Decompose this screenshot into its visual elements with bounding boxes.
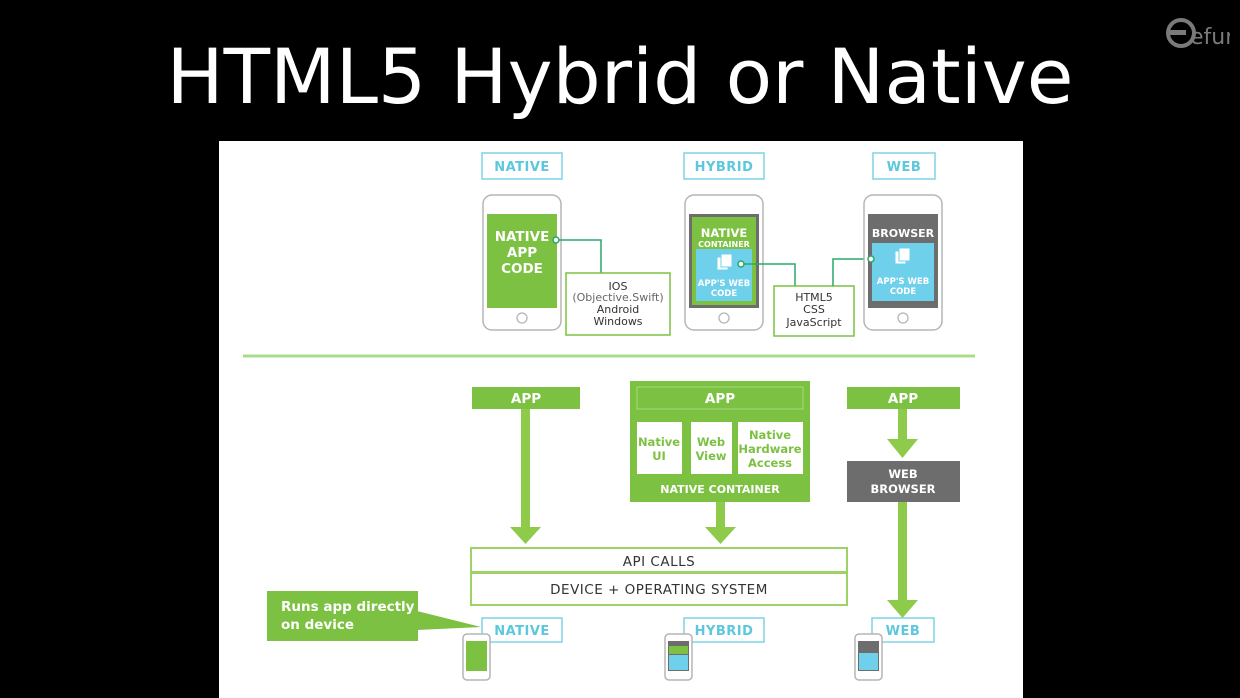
native-arrow <box>510 409 541 544</box>
top-web-column: WEB BROWSER APP'S WEB CODE <box>863 152 943 331</box>
svg-text:BROWSER: BROWSER <box>870 482 935 496</box>
top-native-column: NATIVE NATIVE APP CODE IOS (Objective.Sw… <box>481 152 671 336</box>
native-phone-icon: NATIVE APP CODE <box>482 194 562 331</box>
svg-text:DEVICE + OPERATING SYSTEM: DEVICE + OPERATING SYSTEM <box>550 582 768 598</box>
top-hybrid-label: HYBRID <box>683 152 765 180</box>
hybrid-container-line-2: CONTAINER <box>698 240 750 249</box>
native-info-box: IOS (Objective.Swift) Android Windows <box>565 272 671 336</box>
svg-text:Access: Access <box>748 456 792 470</box>
hybrid-code-line-2: CODE <box>711 289 738 299</box>
svg-text:Android: Android <box>597 303 640 316</box>
svg-text:APP: APP <box>511 391 541 407</box>
hybrid-container-line-1: NATIVE <box>701 226 748 240</box>
web-app-box: APP <box>847 387 960 409</box>
svg-text:WEB: WEB <box>888 467 917 481</box>
bottom-hybrid-label: HYBRID <box>683 617 765 643</box>
native-code-line-3: CODE <box>501 261 543 277</box>
docs-icon <box>894 247 911 265</box>
hardware-access-box: Native Hardware Access <box>738 422 803 474</box>
slide-title: HTML5 Hybrid or Native <box>166 32 1074 121</box>
native-app-box: APP <box>472 387 580 409</box>
callout-line-2: on device <box>281 617 354 633</box>
svg-text:WEB: WEB <box>886 624 921 639</box>
bottom-native-label: NATIVE <box>481 617 563 643</box>
svg-text:HYBRID: HYBRID <box>695 160 754 175</box>
native-container-box: APP Native UI Web View Native Hardware A… <box>630 381 810 502</box>
device-os-box: DEVICE + OPERATING SYSTEM <box>470 572 848 606</box>
native-code-line-1: NATIVE <box>495 229 550 245</box>
web-phone-icon: BROWSER APP'S WEB CODE <box>863 194 943 331</box>
efun-logo: efun <box>1166 18 1230 50</box>
web-browser-text: BROWSER <box>872 227 935 240</box>
svg-text:NATIVE: NATIVE <box>494 160 550 175</box>
web-arrow-1 <box>887 409 918 458</box>
small-native-phone-icon <box>462 633 491 681</box>
hybrid-connector <box>741 263 796 286</box>
svg-text:APP: APP <box>888 391 918 407</box>
hybrid-phone-icon: NATIVE CONTAINER APP'S WEB CODE <box>684 194 764 331</box>
small-web-phone-icon <box>854 633 883 681</box>
native-connector <box>556 239 602 273</box>
web-arrow-2 <box>887 502 918 618</box>
hybrid-code-line-1: APP'S WEB <box>698 279 750 289</box>
svg-text:HYBRID: HYBRID <box>695 624 754 639</box>
svg-text:(Objective.Swift): (Objective.Swift) <box>572 291 663 304</box>
svg-text:CSS: CSS <box>803 303 825 316</box>
top-web-label: WEB <box>872 152 936 180</box>
docs-icon <box>716 253 733 271</box>
svg-text:WEB: WEB <box>887 160 922 175</box>
web-browser-box: WEB BROWSER <box>847 461 960 502</box>
svg-text:efun: efun <box>1190 25 1230 50</box>
top-native-label: NATIVE <box>481 152 563 180</box>
diagram-panel: NATIVE NATIVE APP CODE IOS (Objective.Sw… <box>219 141 1023 698</box>
svg-text:UI: UI <box>652 449 666 463</box>
small-hybrid-phone-icon <box>664 633 693 681</box>
web-code-line-2: CODE <box>890 287 917 297</box>
web-view-box: Web View <box>691 422 732 474</box>
native-code-line-2: APP <box>507 245 537 261</box>
native-container-label: NATIVE CONTAINER <box>660 483 780 496</box>
hybrid-arrow <box>705 502 736 544</box>
svg-text:API CALLS: API CALLS <box>623 554 695 570</box>
callout-line-1: Runs app directly <box>281 599 415 615</box>
svg-text:JavaScript: JavaScript <box>785 316 842 329</box>
hybrid-info-box: HTML5 CSS JavaScript <box>773 285 855 337</box>
native-ui-box: Native UI <box>637 422 682 474</box>
api-calls-box: API CALLS <box>470 547 848 573</box>
svg-text:HTML5: HTML5 <box>795 291 833 304</box>
web-connector <box>832 258 871 286</box>
svg-text:Hardware: Hardware <box>738 442 801 456</box>
svg-text:Native: Native <box>749 428 791 442</box>
svg-text:Windows: Windows <box>593 315 642 328</box>
svg-text:IOS: IOS <box>609 280 628 293</box>
svg-text:NATIVE: NATIVE <box>494 624 550 639</box>
web-code-line-1: APP'S WEB <box>877 277 929 287</box>
svg-text:Web: Web <box>697 435 725 449</box>
svg-text:Native: Native <box>638 435 680 449</box>
svg-text:View: View <box>695 449 726 463</box>
top-hybrid-column: HYBRID NATIVE CONTAINER APP'S WEB CODE H… <box>683 152 871 337</box>
callout-bubble: Runs app directly on device <box>267 591 481 641</box>
hybrid-app-label: APP <box>705 391 735 407</box>
